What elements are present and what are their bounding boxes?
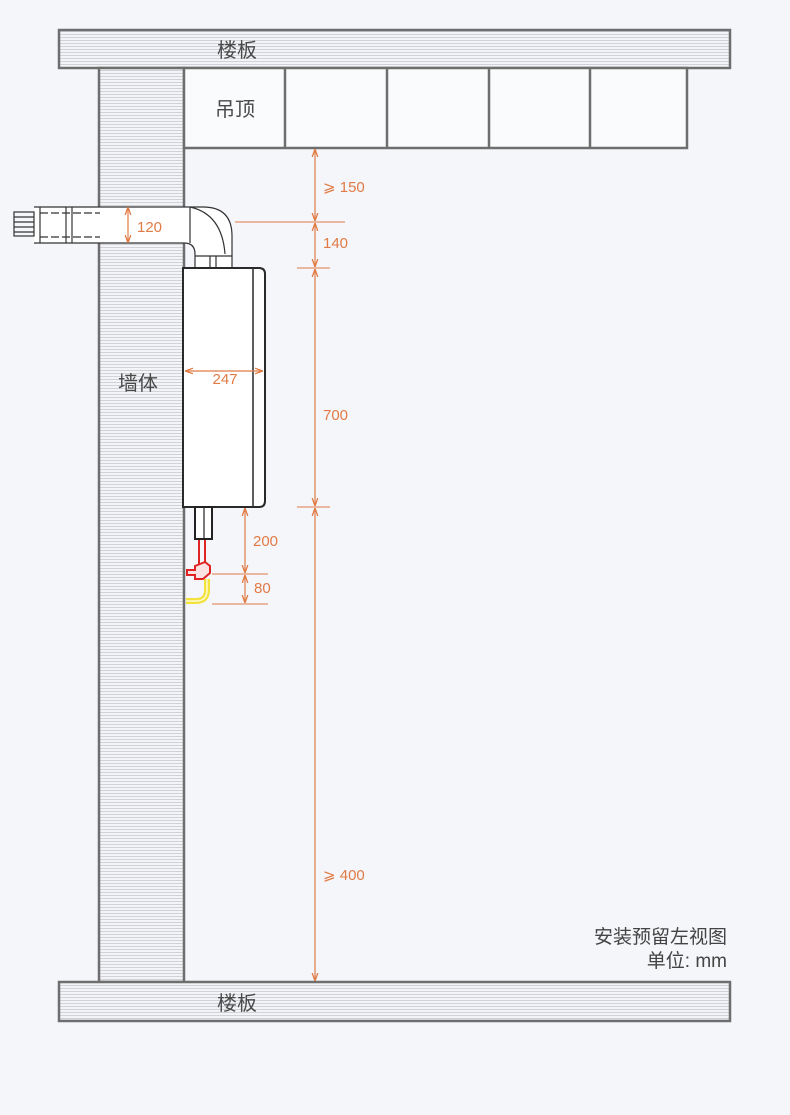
suspended-ceiling: 吊顶 [182,66,689,150]
flue-pipe [34,206,233,268]
gas-pipe [186,579,210,604]
dimension-flue-offset-label: 140 [323,235,348,252]
dimension-heater-depth-label: 247 [212,371,237,388]
dimension-pipe-bend-label: 80 [254,580,271,597]
floor-slab-bottom: 楼板 [57,980,732,1023]
wall-label: 墙体 [118,372,158,395]
dimension-ceiling-clearance-label: ⩾ 150 [323,179,365,196]
dimension-floor-clearance-label: ⩾ 400 [323,867,365,884]
dimension-pipe-drop-label: 200 [253,533,278,550]
dimension-chain-pipes: 200 80 [212,508,278,605]
pipe-connector [194,506,213,540]
hot-water-pipe [186,540,211,580]
wall: 墙体 [97,66,186,984]
flue-terminal-grill [13,211,35,237]
floor-slab-top: 楼板 [57,28,732,70]
dimension-heater-depth: 247 [185,371,263,388]
water-heater-body [182,267,266,508]
floor-slab-bottom-label: 楼板 [217,992,257,1015]
floor-slab-top-label: 楼板 [217,39,257,62]
dimension-heater-height-label: 700 [323,407,348,424]
caption: 安装预留左视图 单位: mm [594,926,727,972]
caption-title: 安装预留左视图 [594,926,727,948]
ceiling-label: 吊顶 [215,99,255,121]
dimension-flue-diameter-label: 120 [137,219,162,236]
dimension-flue-diameter: 120 [128,207,162,243]
caption-unit: 单位: mm [647,950,727,972]
dimension-chain-main: ⩾ 150 140 700 ⩾ 400 [235,149,365,981]
